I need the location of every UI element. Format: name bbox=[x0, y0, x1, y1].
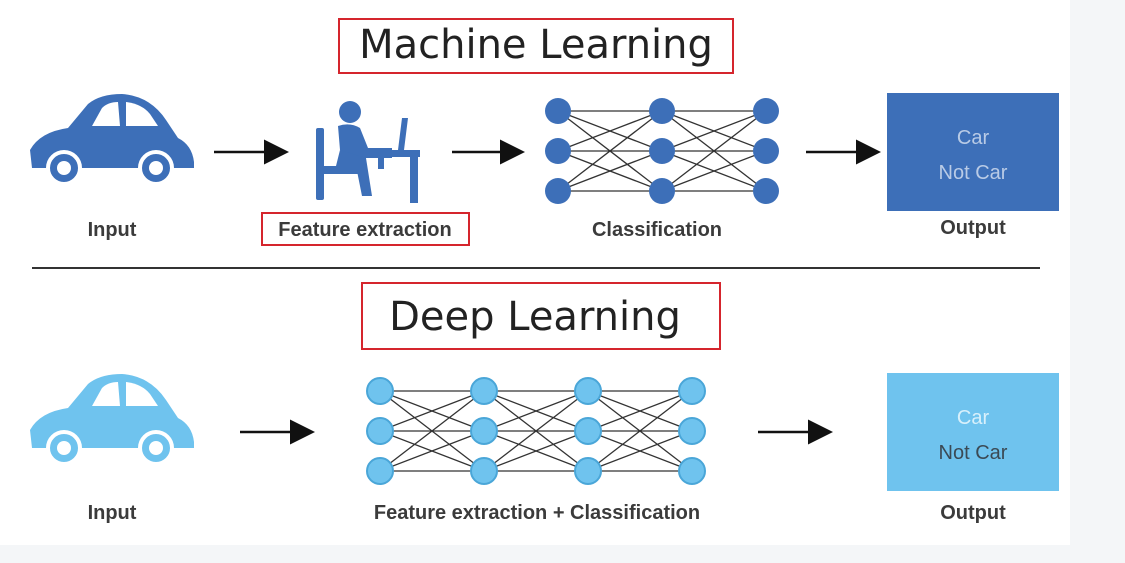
dl-neural-network-icon bbox=[366, 377, 706, 485]
dl-output-car: Car bbox=[957, 407, 990, 429]
dl-heading-box bbox=[361, 282, 721, 350]
network-node bbox=[678, 457, 706, 485]
network-node bbox=[574, 377, 602, 405]
dl-heading: Deep Learning bbox=[389, 294, 681, 340]
network-node bbox=[470, 457, 498, 485]
network-connection bbox=[483, 390, 589, 432]
network-connection bbox=[587, 430, 693, 472]
network-connection bbox=[483, 390, 589, 472]
ml-output-not-car: Not Car bbox=[939, 162, 1008, 184]
network-connection bbox=[661, 110, 767, 152]
network-node bbox=[753, 98, 779, 124]
network-connection bbox=[587, 390, 693, 472]
network-node bbox=[753, 138, 779, 164]
network-connection bbox=[483, 430, 589, 472]
dl-car-icon bbox=[30, 374, 194, 466]
network-connection bbox=[379, 390, 485, 472]
network-node bbox=[649, 98, 675, 124]
network-node bbox=[753, 178, 779, 204]
ml-heading: Machine Learning bbox=[359, 22, 713, 68]
ml-car-icon bbox=[30, 94, 194, 186]
network-node bbox=[545, 138, 571, 164]
network-node bbox=[366, 417, 394, 445]
network-node bbox=[649, 178, 675, 204]
ml-feature-extraction-label: Feature extraction bbox=[278, 219, 451, 241]
network-connection bbox=[557, 110, 663, 192]
ml-heading-box bbox=[338, 18, 734, 74]
dl-output-label: Output bbox=[940, 502, 1006, 524]
network-node bbox=[366, 457, 394, 485]
feature-extraction-box bbox=[261, 212, 470, 246]
network-connection bbox=[587, 390, 693, 432]
network-connection bbox=[379, 390, 485, 432]
network-connection bbox=[379, 430, 485, 472]
ml-classification-label: Classification bbox=[592, 219, 722, 241]
network-node bbox=[545, 178, 571, 204]
network-connection bbox=[661, 150, 767, 192]
network-connection bbox=[557, 150, 663, 192]
network-node bbox=[649, 138, 675, 164]
network-node bbox=[470, 417, 498, 445]
ml-output-label: Output bbox=[940, 217, 1006, 239]
network-node bbox=[678, 417, 706, 445]
network-node bbox=[545, 98, 571, 124]
dl-output-not-car: Not Car bbox=[939, 442, 1008, 464]
network-node bbox=[574, 417, 602, 445]
network-node bbox=[574, 457, 602, 485]
dl-output-box bbox=[887, 373, 1059, 491]
person-at-desk-icon bbox=[316, 101, 420, 203]
network-node bbox=[366, 377, 394, 405]
dl-feature-classification-label: Feature extraction + Classification bbox=[374, 502, 700, 524]
ml-input-label: Input bbox=[88, 219, 137, 241]
network-connection bbox=[557, 110, 663, 152]
network-node bbox=[470, 377, 498, 405]
ml-output-box bbox=[887, 93, 1059, 211]
network-connection bbox=[661, 110, 767, 192]
dl-input-label: Input bbox=[88, 502, 137, 524]
ml-neural-network-icon bbox=[545, 98, 779, 204]
ml-output-car: Car bbox=[957, 127, 990, 149]
network-node bbox=[678, 377, 706, 405]
